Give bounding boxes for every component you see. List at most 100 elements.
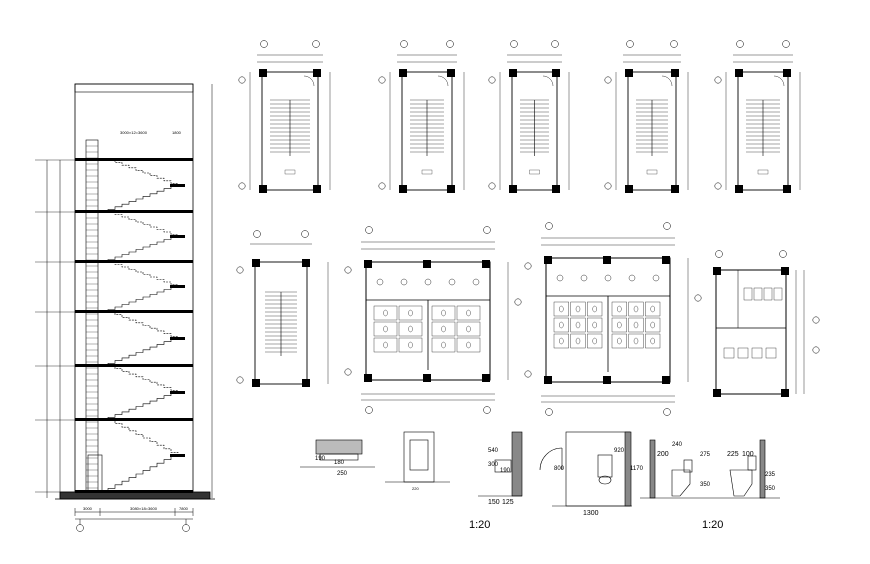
sink — [448, 278, 456, 286]
toilet-cubicle — [773, 287, 783, 301]
dim-label: 180 — [334, 460, 345, 466]
toilet-bowl — [575, 305, 581, 313]
floor-slab — [75, 260, 193, 263]
grid-bubble — [238, 76, 246, 84]
column — [399, 185, 407, 193]
toilet-bowl — [408, 309, 413, 317]
dim-label: 125 — [502, 499, 514, 506]
sink — [580, 274, 588, 282]
level-tag — [529, 169, 540, 175]
toilet-cubicle — [743, 287, 753, 301]
level-tag — [421, 169, 433, 175]
stair-plan — [604, 40, 689, 193]
column — [252, 379, 260, 387]
grid-bubble — [604, 76, 612, 84]
dim-label: 300 — [488, 462, 499, 468]
toilet-cubicle — [628, 301, 644, 317]
toilet-bowl — [592, 321, 597, 329]
sink — [652, 274, 660, 282]
sink — [472, 278, 480, 286]
toilet-cubicle — [611, 317, 627, 333]
column — [713, 267, 721, 275]
toilet-bowl — [559, 337, 564, 345]
toilet-cubicle — [553, 333, 569, 349]
section-grid-bubbles — [76, 519, 190, 532]
toilet-cubicle — [456, 305, 481, 321]
grid-bubble — [365, 226, 373, 234]
level-tag — [284, 169, 296, 175]
floor-slab — [75, 158, 193, 161]
column — [509, 69, 517, 77]
dim-label: 190 — [500, 468, 511, 474]
toilet-bowl — [441, 309, 446, 317]
grid-bubble — [488, 182, 496, 190]
toilet-bowl — [466, 325, 471, 333]
column — [783, 69, 791, 77]
toilet-cubicle — [611, 301, 627, 317]
dim-label: 100 — [742, 451, 754, 458]
grid-bubble — [812, 316, 820, 324]
dim-label: 350 — [765, 486, 776, 492]
dim-label: 220 — [412, 486, 419, 491]
toilet-bowl — [617, 337, 622, 345]
column — [482, 260, 490, 268]
toilet-cubicle — [628, 333, 644, 349]
toilet-bowl — [617, 305, 622, 313]
column — [313, 185, 321, 193]
stair-flight — [108, 311, 179, 339]
column — [313, 69, 321, 77]
toilet-bowl — [617, 321, 622, 329]
stair-flight — [107, 185, 178, 212]
toilet-cubicle — [753, 287, 763, 301]
plan-wall — [715, 269, 787, 395]
toilet-bowl — [575, 321, 581, 329]
section-floor-slabs — [35, 139, 193, 493]
toilet-cubicle — [723, 347, 735, 359]
column — [482, 374, 490, 382]
column — [259, 69, 267, 77]
toilet-cubicle — [373, 305, 398, 321]
stair-flight — [107, 236, 178, 262]
dim-label: 275 — [700, 452, 711, 458]
toilet-plan-small — [713, 250, 820, 397]
grid-bubble — [524, 262, 532, 270]
toilet-plan — [524, 222, 702, 416]
stair-flight — [107, 455, 178, 492]
plan-wall — [737, 71, 789, 191]
column — [544, 376, 552, 384]
level-tag — [646, 169, 658, 175]
stair-plan — [714, 40, 801, 193]
toilet-cubicle — [570, 301, 586, 317]
dim-label: 3000×12=3600 — [120, 130, 148, 135]
column — [783, 185, 791, 193]
toilet-cubicle — [431, 305, 456, 321]
toilet-bowl — [383, 341, 388, 349]
column — [735, 185, 743, 193]
toilet-bowl — [633, 305, 639, 313]
dim-label: 1170 — [630, 466, 644, 472]
grid-bubble — [488, 76, 496, 84]
toilet-cubicle — [628, 317, 644, 333]
toilet-floor-plans — [344, 222, 820, 416]
landing-slab — [170, 337, 185, 340]
door-swing — [661, 75, 673, 87]
sink — [604, 274, 612, 282]
sink — [628, 274, 636, 282]
dim-label: 250 — [337, 471, 348, 477]
plan-wall — [261, 71, 319, 191]
toilet-bowl — [466, 341, 471, 349]
grid-bubble — [446, 40, 454, 48]
shaft-column — [85, 139, 99, 493]
grid-bubble — [545, 222, 553, 230]
sink — [400, 278, 408, 286]
grid-bubble — [514, 298, 522, 306]
toilet-cubicle — [431, 337, 456, 353]
grid-bubble — [524, 370, 532, 378]
door-swing — [437, 75, 449, 87]
column — [302, 259, 310, 267]
landing-slab — [170, 235, 185, 238]
grid-bubble — [260, 40, 268, 48]
toilet-bowl — [650, 305, 655, 313]
toilet-bowl — [650, 321, 655, 329]
sink — [556, 274, 564, 282]
